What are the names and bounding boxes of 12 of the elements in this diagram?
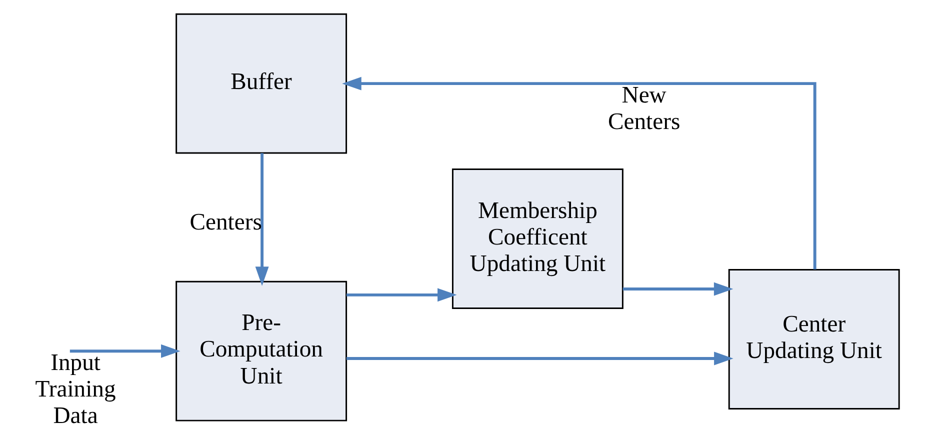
arrow: [346, 288, 457, 302]
arrow: [255, 153, 269, 286]
node-box: Center Updating Unit: [728, 269, 900, 410]
node-box: Buffer: [176, 13, 348, 154]
arrow: [346, 352, 734, 366]
edge-label: New Centers: [608, 82, 680, 136]
node-box: Membership Coefficent Updating Unit: [452, 168, 624, 309]
arrow: [70, 344, 180, 358]
node-box: Pre- Computation Unit: [176, 280, 348, 422]
edge-label: Input Training Data: [35, 350, 116, 430]
arrow: [622, 282, 734, 296]
arrow: [342, 76, 816, 270]
